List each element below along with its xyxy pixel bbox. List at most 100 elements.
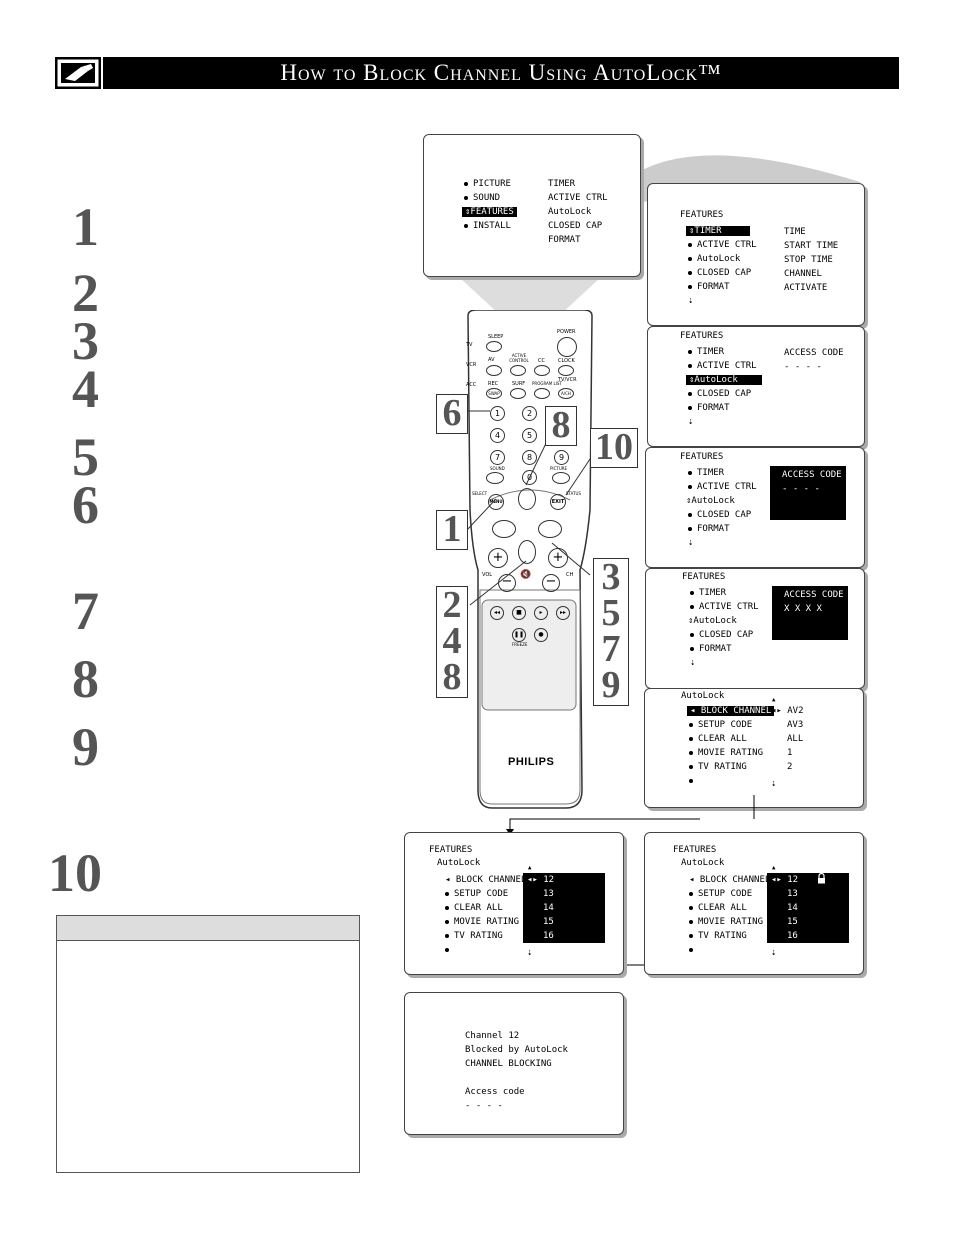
option: AV3 bbox=[787, 720, 804, 730]
remote-label: PICTURE bbox=[550, 466, 568, 471]
screen-subtitle: AutoLock bbox=[437, 858, 481, 868]
rewind-button[interactable]: ◂◂ bbox=[490, 606, 504, 620]
ach-button[interactable]: A/CH bbox=[558, 388, 574, 399]
power-button[interactable] bbox=[557, 337, 577, 357]
channel-down-button[interactable]: − bbox=[542, 574, 560, 592]
digit-1-button[interactable]: 1 bbox=[490, 406, 505, 421]
callout-step: 2 bbox=[442, 584, 462, 626]
step-number: 3 bbox=[72, 311, 99, 371]
picture-button[interactable] bbox=[552, 472, 570, 484]
callout-step: 9 bbox=[601, 664, 621, 706]
tip-box-header bbox=[57, 916, 359, 941]
surf-button[interactable] bbox=[510, 388, 526, 399]
menu-item: MOVIE RATING bbox=[689, 746, 763, 760]
menu-item: ◂ BLOCK CHANNEL bbox=[445, 875, 527, 885]
features-screen-timer: FEATURES ⇕TIMER ACTIVE CTRL AutoLock CLO… bbox=[647, 183, 865, 326]
menu-item: TIMER bbox=[688, 345, 724, 359]
cursor-down-button[interactable] bbox=[518, 540, 536, 564]
cc-button[interactable] bbox=[534, 365, 550, 376]
menu-item: ◂ BLOCK CHANNEL bbox=[689, 875, 771, 885]
cursor-up-button[interactable] bbox=[518, 488, 536, 510]
pause-button[interactable]: ❚❚ bbox=[512, 628, 526, 642]
menu-item: CLOSED CAP bbox=[688, 387, 751, 401]
screen-title: FEATURES bbox=[429, 845, 473, 855]
submenu-item: ACTIVE CTRL bbox=[548, 193, 608, 203]
callout-step: 3 bbox=[601, 556, 621, 598]
menu-item-sound: SOUND bbox=[464, 191, 500, 205]
digit-9-button[interactable]: 9 bbox=[554, 450, 569, 465]
digit-5-button[interactable]: 5 bbox=[522, 428, 537, 443]
block-channel-locked-screen: FEATURES AutoLock ▴ ◂ BLOCK CHANNEL SETU… bbox=[644, 832, 864, 975]
mute-icon[interactable]: 🔇 bbox=[520, 570, 532, 580]
submenu-item: FORMAT bbox=[548, 235, 581, 245]
features-screen-code-entered: FEATURES TIMER ACTIVE CTRL ⇕AutoLock CLO… bbox=[645, 568, 865, 689]
callout-step-group: 3 5 7 9 bbox=[593, 558, 629, 706]
menu-item: TV RATING bbox=[445, 929, 503, 943]
cursor-left-button[interactable] bbox=[492, 520, 516, 538]
cursor-right-button[interactable] bbox=[538, 520, 562, 538]
scroll-down-icon: ⇣ bbox=[527, 948, 533, 958]
fast-forward-button[interactable]: ▸▸ bbox=[556, 606, 570, 620]
digit-8-button[interactable]: 8 bbox=[522, 450, 537, 465]
menu-item: CLEAR ALL bbox=[445, 901, 503, 915]
record-button[interactable]: ● bbox=[534, 628, 548, 642]
lock-icon bbox=[817, 872, 826, 889]
remote-label: ACTIVE CONTROL bbox=[509, 353, 529, 363]
features-screen-autolock: FEATURES TIMER ACTIVE CTRL ⇕AutoLock CLO… bbox=[647, 326, 865, 447]
menu-item bbox=[689, 943, 698, 957]
channel-item: 16 bbox=[787, 931, 798, 941]
access-code-label: ACCESS CODE bbox=[784, 590, 844, 600]
callout-step: 1 bbox=[436, 510, 468, 550]
step-number: 6 bbox=[72, 475, 99, 535]
step-number: 5 bbox=[72, 427, 99, 487]
option: STOP TIME bbox=[784, 255, 833, 265]
program-list-button[interactable] bbox=[534, 388, 550, 399]
menu-button[interactable]: MENU bbox=[488, 494, 504, 510]
stop-button[interactable]: ■ bbox=[512, 606, 526, 620]
exit-button[interactable]: EXIT bbox=[550, 494, 566, 510]
menu-item: TIMER bbox=[690, 586, 726, 600]
menu-item: ACTIVE CTRL bbox=[688, 480, 757, 494]
menu-item bbox=[445, 943, 454, 957]
option: ALL bbox=[787, 734, 804, 744]
av-button[interactable] bbox=[486, 365, 502, 376]
callout-step: 6 bbox=[436, 394, 468, 434]
swap-button[interactable]: SWAP bbox=[486, 388, 502, 399]
access-code-label: ACCESS CODE bbox=[784, 348, 844, 358]
digit-2-button[interactable]: 2 bbox=[522, 406, 537, 421]
volume-up-button[interactable]: + bbox=[488, 548, 508, 568]
remote-label: POWER bbox=[557, 329, 576, 335]
digit-4-button[interactable]: 4 bbox=[490, 428, 505, 443]
channel-list: ◂▸ 12 13 14 15 16 bbox=[523, 873, 605, 943]
submenu-item: AutoLock bbox=[548, 207, 592, 217]
access-code-value: - - - - bbox=[784, 362, 822, 372]
menu-item: ⇕TIMER bbox=[686, 224, 750, 238]
option: START TIME bbox=[784, 241, 839, 251]
step-number: 7 bbox=[72, 581, 99, 641]
remote-label: PROGRAM LIST bbox=[532, 381, 562, 386]
menu-item: FORMAT bbox=[690, 642, 732, 656]
remote-label: REC bbox=[488, 381, 499, 387]
clock-button[interactable] bbox=[558, 365, 574, 376]
screen-subtitle: AutoLock bbox=[681, 858, 725, 868]
menu-item: TV RATING bbox=[689, 929, 747, 943]
digit-7-button[interactable]: 7 bbox=[490, 450, 505, 465]
channel-item: ◂▸ 12 bbox=[771, 875, 799, 885]
sound-button[interactable] bbox=[486, 472, 504, 484]
callout-step: 8 bbox=[442, 656, 462, 698]
scroll-down-icon: ⇣ bbox=[688, 296, 694, 306]
channel-item: 13 bbox=[787, 889, 798, 899]
menu-item: FORMAT bbox=[688, 522, 730, 536]
scroll-down-icon: ⇣ bbox=[688, 417, 694, 427]
features-screen-access: FEATURES TIMER ACTIVE CTRL ⇕AutoLock CLO… bbox=[645, 447, 865, 568]
menu-item: CLEAR ALL bbox=[689, 901, 747, 915]
remote-label: AV bbox=[488, 357, 495, 363]
channel-item: 14 bbox=[543, 903, 554, 913]
active-control-button[interactable] bbox=[510, 365, 526, 376]
option: ACTIVATE bbox=[784, 283, 828, 293]
sleep-button[interactable] bbox=[486, 341, 502, 352]
main-menu-screen: PICTURE SOUND ⇕FEATURES INSTALL TIMER AC… bbox=[423, 134, 641, 277]
option: TIME bbox=[784, 227, 806, 237]
menu-item: FORMAT bbox=[688, 280, 730, 294]
play-button[interactable]: ▸ bbox=[534, 606, 548, 620]
